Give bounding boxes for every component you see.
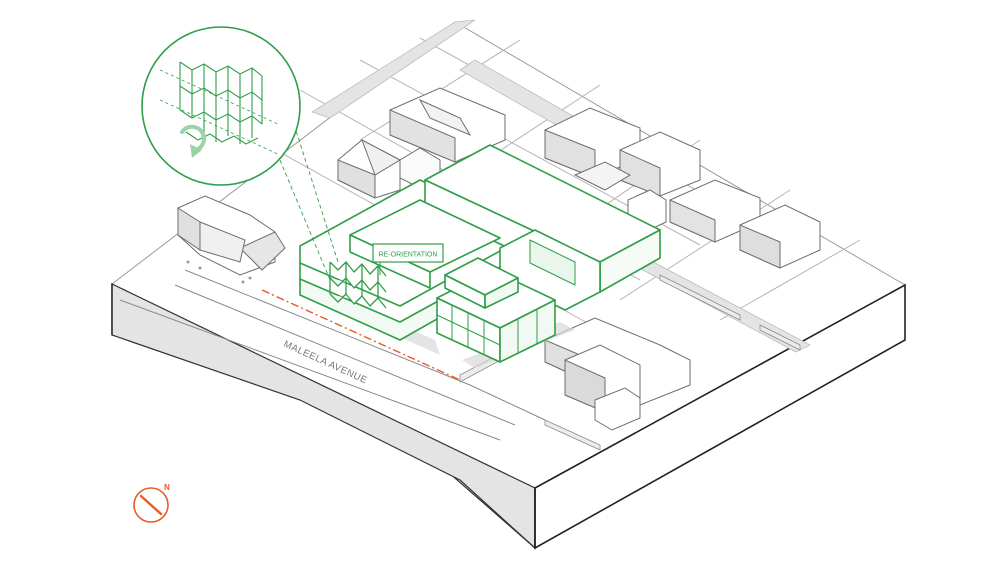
north-label: N: [164, 483, 170, 492]
street-kerb-3: [119, 299, 501, 441]
house-right-top: [544, 107, 701, 197]
detail-leader-2: [279, 159, 331, 281]
detail-callout: [141, 26, 339, 281]
house-top-center: [389, 87, 506, 163]
fence: [659, 274, 741, 321]
house-far-left: [177, 195, 286, 276]
front-box-window-grid: [436, 305, 538, 355]
lot-line: [619, 189, 791, 301]
street-props: [186, 260, 252, 284]
roof-plant-right: [484, 277, 519, 309]
compass-north-icon: N: [133, 483, 170, 523]
street-kerb-1: [184, 269, 471, 386]
site-boundary-line: [261, 289, 461, 381]
fence: [759, 324, 801, 351]
north-circle: [133, 487, 169, 523]
folding-fins: [329, 261, 387, 309]
north-needle: [139, 494, 163, 516]
fence: [544, 419, 601, 451]
detail-circle: [141, 26, 301, 186]
lot-line: [719, 239, 861, 321]
street: [119, 269, 546, 441]
street-kerb-4: [469, 384, 546, 421]
rotate-arrow-icon: [180, 124, 206, 158]
detail-fins: [159, 61, 281, 156]
reorientation-label: RE-ORIENTATION: [379, 252, 438, 259]
reorientation-callout: RE-ORIENTATION: [372, 243, 444, 275]
reorientation-label-box: [372, 243, 444, 263]
lane: [311, 19, 476, 119]
house-bottom-right: [544, 317, 691, 431]
street-kerb-2: [174, 284, 516, 426]
house-gable-left: [337, 138, 441, 199]
proposed-building: [299, 144, 661, 363]
courtyard-inner: [529, 239, 576, 286]
